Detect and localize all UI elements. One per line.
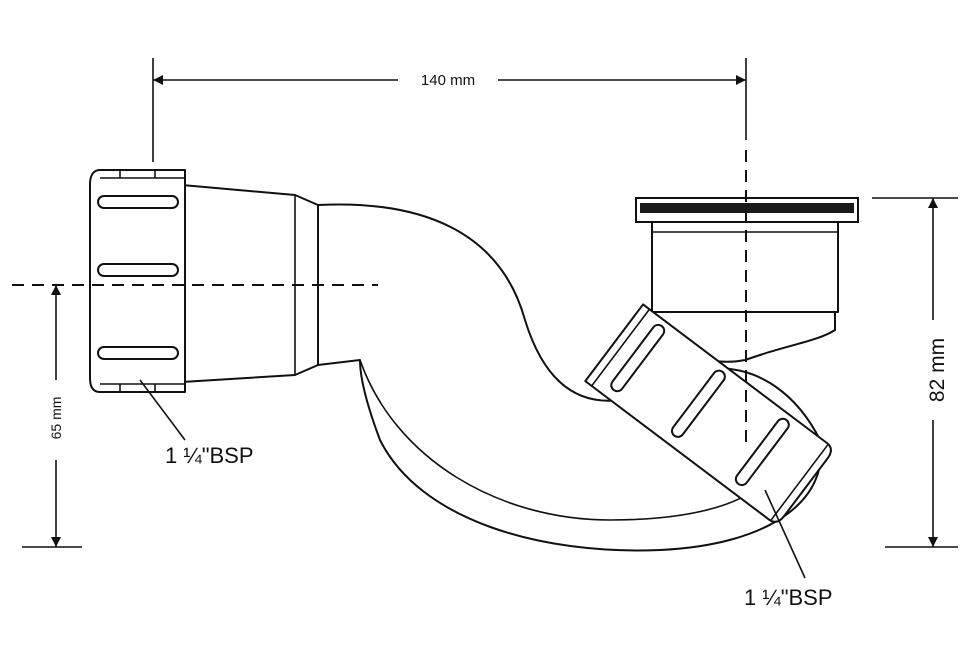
left-thread-label: 1 ¼"BSP (165, 443, 254, 468)
left-union-nut (89, 169, 186, 393)
angled-nut-grip-rib (670, 369, 726, 438)
nut-grip-rib (97, 263, 179, 277)
callout-left: 1 ¼"BSP (139, 379, 254, 468)
angled-nut-grip-rib (734, 417, 790, 487)
leader-line (764, 489, 806, 579)
pipe-inner-wall (359, 359, 771, 521)
nut-grip-rib (97, 346, 179, 360)
left-inlet-assembly (89, 169, 319, 393)
height-dimension-label: 82 mm (926, 338, 949, 402)
waste-flange-top-rim (640, 203, 854, 213)
angled-nut-edge (591, 308, 651, 387)
angled-outlet-assembly (584, 303, 832, 523)
label-gap (918, 320, 948, 420)
angled-nut-edge (769, 443, 829, 522)
right-thread-label: 1 ¼"BSP (744, 585, 833, 610)
callout-right: 1 ¼"BSP (744, 489, 833, 610)
angled-nut-grip-rib (610, 323, 666, 393)
dimension-height: 82 mm (872, 197, 958, 548)
width-dimension-label: 140 mm (421, 72, 475, 89)
label-gap (44, 380, 68, 460)
inlet-height-dimension-label: 65 mm (48, 397, 64, 440)
inlet-tapered-body (181, 184, 319, 383)
leader-line (139, 379, 186, 441)
dimension-width: 140 mm (152, 58, 747, 162)
dimension-inlet-height: 65 mm (22, 285, 82, 548)
nut-grip-rib (97, 195, 179, 209)
